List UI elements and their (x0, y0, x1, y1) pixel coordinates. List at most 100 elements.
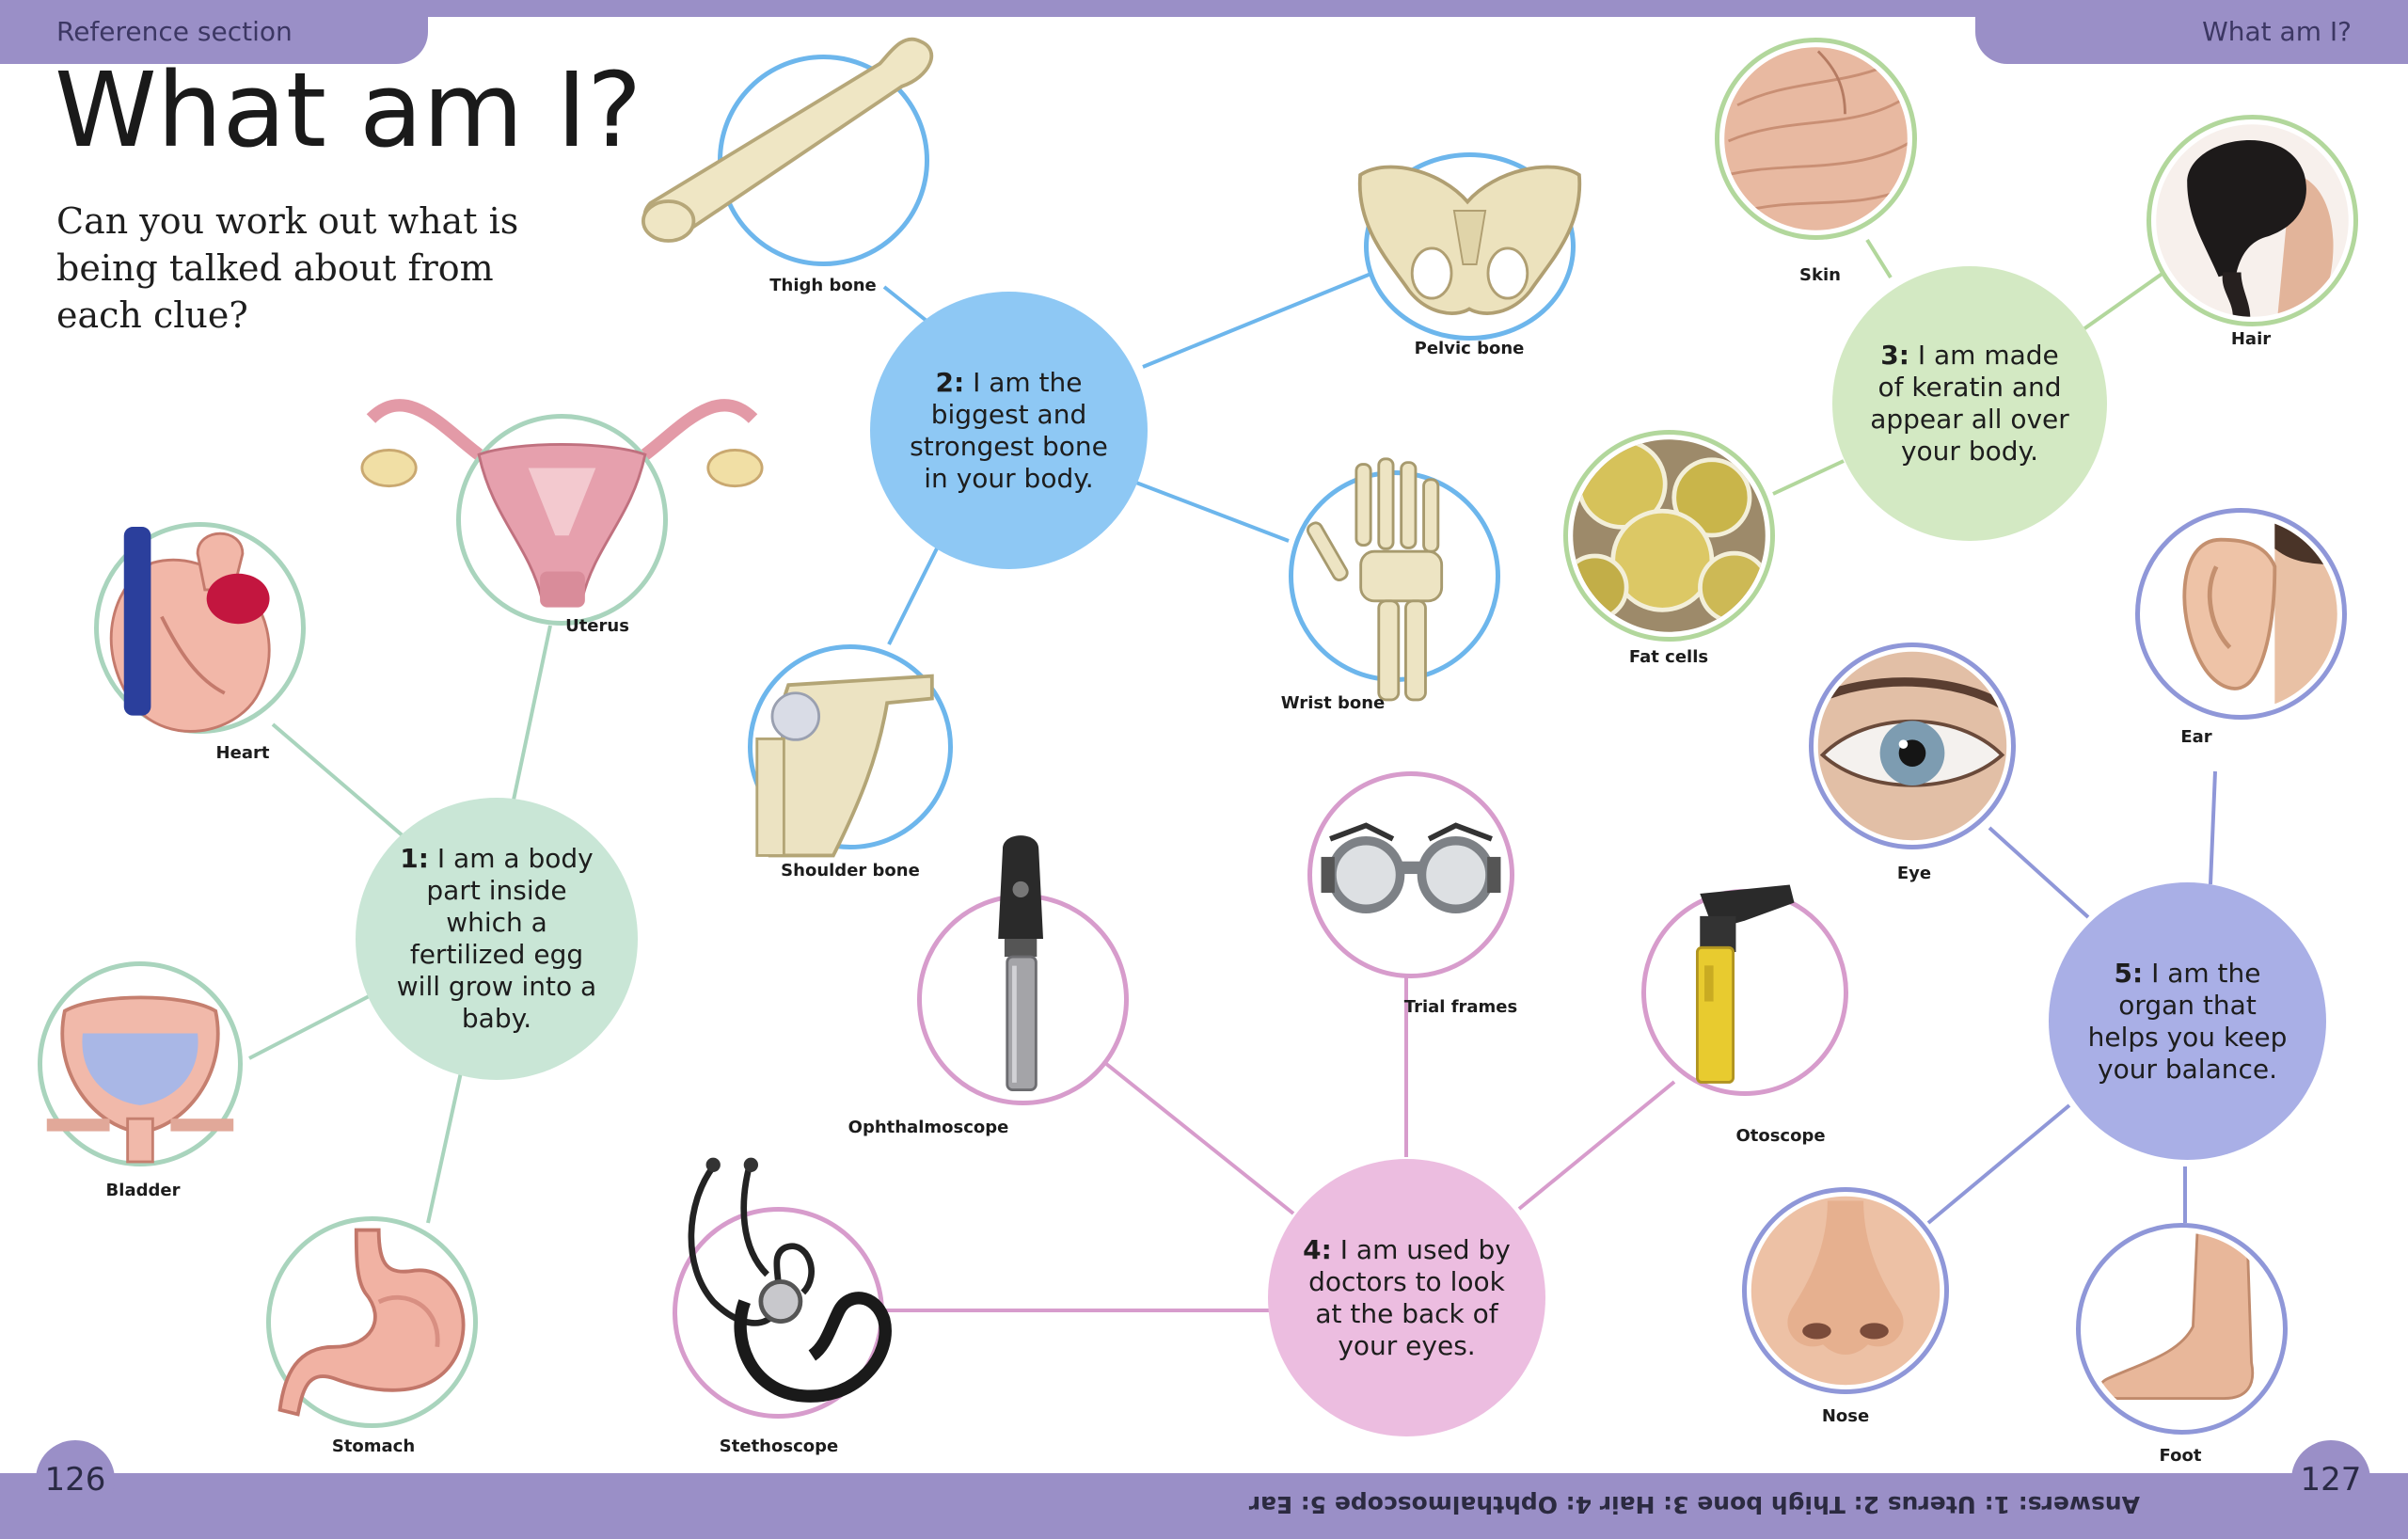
label-hair: Hair (2230, 329, 2272, 349)
label-nose: Nose (1821, 1406, 1870, 1426)
wrist-bone-icon (1306, 457, 1444, 702)
label-trial-frames: Trial frames (1403, 997, 1518, 1017)
label-eye: Eye (1896, 864, 1932, 883)
section-tab: Reference section (0, 0, 428, 64)
heart-circle (94, 522, 306, 734)
connector-wrist (1128, 478, 1290, 543)
thigh-bone-circle (642, 37, 933, 266)
label-shoulder-bone: Shoulder bone (781, 861, 920, 881)
label-ear: Ear (2180, 727, 2212, 747)
label-pelvic-bone: Pelvic bone (1414, 339, 1525, 358)
clue-1-body: I am a body part inside which a fertiliz… (396, 843, 597, 1034)
connector-ophthalmoscope (1103, 1061, 1295, 1215)
clue-1-text: 1: I am a body part inside which a ferti… (388, 843, 606, 1035)
ophthalmoscope-circle (917, 835, 1129, 1105)
header-band (0, 0, 2408, 17)
hair-circle (2147, 115, 2358, 326)
clue-4-bubble: 4: I am used by doctors to look at the b… (1268, 1159, 1545, 1436)
foot-icon (2085, 1232, 2278, 1425)
connector-shoulder (887, 531, 947, 645)
heart-icon (109, 527, 271, 733)
pelvic-bone-circle (1357, 152, 1582, 341)
label-stomach: Stomach (331, 1436, 416, 1456)
clue-2-connectors (882, 271, 1374, 645)
stomach-icon (277, 1228, 466, 1417)
uterus-circle (360, 399, 764, 626)
label-foot: Foot (2159, 1446, 2202, 1466)
intro-text: Can you work out what is being talked ab… (56, 200, 519, 336)
pelvic-bone-icon (1357, 165, 1582, 315)
bladder-circle (38, 961, 243, 1166)
ophthalmoscope-icon (998, 835, 1043, 1091)
clue-2-body: I am the biggest and strongest bone in y… (910, 366, 1108, 494)
fat-cells-icon (1573, 439, 1766, 632)
clue-3-body: I am made of keratin and appear all over… (1870, 340, 2069, 467)
clue-2-bubble: 2: I am the biggest and strongest bone i… (870, 292, 1148, 569)
otoscope-icon (1695, 884, 1795, 1084)
connector-skin (1865, 238, 1893, 279)
nose-circle (1742, 1187, 1949, 1394)
connector-hair (2082, 271, 2165, 331)
chapter-tab: What am I? (1975, 0, 2408, 64)
stomach-circle (266, 1216, 478, 1428)
page-number-left: 126 (36, 1440, 115, 1519)
wrist-bone-circle (1289, 457, 1500, 702)
eye-circle (1809, 643, 2016, 849)
eye-icon (1817, 651, 2007, 841)
clue-2-number: 2: (935, 366, 965, 398)
label-fat-cells: Fat cells (1628, 647, 1709, 667)
connector-nose (1926, 1103, 2071, 1225)
ear-circle (2135, 508, 2347, 720)
uterus-icon (360, 399, 764, 608)
label-stethoscope: Stethoscope (719, 1436, 839, 1456)
stethoscope-circle (673, 1157, 892, 1419)
connector-fat (1772, 459, 1845, 496)
page-title: What am I? (55, 50, 642, 170)
trial-frames-icon (1321, 822, 1501, 914)
clue-1-connectors (248, 625, 552, 1224)
stethoscope-icon (688, 1157, 892, 1403)
page-number-right: 127 (2291, 1440, 2370, 1519)
connector-eye (1988, 826, 2090, 919)
label-skin: Skin (1799, 265, 1841, 285)
clue-5-bubble: 5: I am the organ that helps you keep yo… (2049, 882, 2326, 1160)
nose-icon (1751, 1196, 1941, 1386)
clue-4-number: 4: (1303, 1233, 1332, 1265)
clue-4-body: I am used by doctors to look at the back… (1308, 1233, 1511, 1361)
label-heart: Heart (215, 743, 270, 763)
upside-down-answers: Answers: 1: Uterus 2: Thigh bone 3: Hair… (1248, 1491, 2140, 1518)
clue-1-bubble: 1: I am a body part inside which a ferti… (356, 798, 638, 1080)
clue-5-text: 5: I am the organ that helps you keep yo… (2081, 958, 2294, 1086)
label-bladder: Bladder (105, 1181, 181, 1200)
shoulder-bone-icon (755, 674, 934, 858)
clue-5-number: 5: (2114, 957, 2144, 989)
connector-ear (2209, 770, 2217, 885)
clue-1-number: 1: (400, 843, 429, 874)
clue-4-connectors (884, 976, 1676, 1312)
connector-uterus (511, 625, 552, 805)
footer-band (0, 1473, 2408, 1539)
clue-3-bubble: 3: I am made of keratin and appear all o… (1832, 266, 2107, 541)
label-uterus: Uterus (565, 616, 629, 636)
connector-stomach (426, 1071, 463, 1224)
skin-icon (1724, 47, 1908, 230)
bladder-icon (46, 995, 234, 1164)
shoulder-bone-circle (748, 644, 953, 858)
label-ophthalmoscope: Ophthalmoscope (848, 1118, 1009, 1137)
connector-thigh (882, 285, 933, 326)
clue-5-connectors (1926, 770, 2217, 1225)
connector-bladder (248, 991, 377, 1060)
clue-3-connectors (1772, 238, 2165, 496)
connector-pelvic (1142, 271, 1374, 369)
foot-circle (2076, 1223, 2288, 1435)
trial-frames-circle (1307, 771, 1514, 978)
otoscope-circle (1641, 884, 1848, 1096)
clue-2-text: 2: I am the biggest and strongest bone i… (902, 367, 1116, 495)
connector-heart (271, 722, 406, 839)
clue-3-number: 3: (1880, 340, 1909, 371)
label-thigh-bone: Thigh bone (769, 276, 877, 295)
thigh-bone-icon (642, 37, 933, 243)
connector-otoscope (1517, 1080, 1676, 1211)
hair-icon (2156, 124, 2349, 317)
